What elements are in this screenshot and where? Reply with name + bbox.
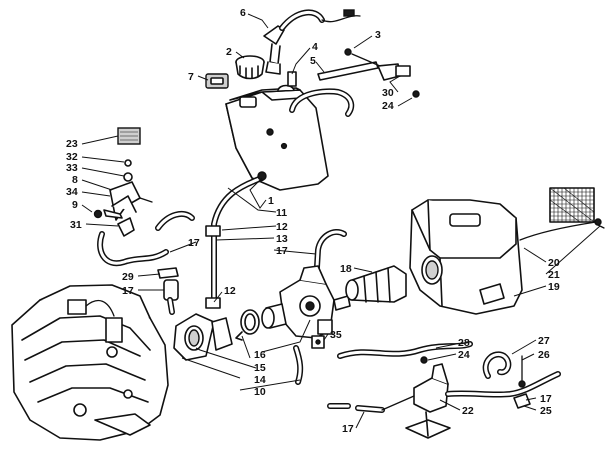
callout-12b: 12 [224, 285, 236, 297]
callout-13: 13 [276, 233, 288, 245]
callout-2: 2 [226, 46, 232, 58]
intake-screen [549, 187, 595, 223]
engine [11, 284, 169, 441]
callout-17d: 17 [540, 393, 552, 405]
callout-33: 33 [66, 162, 78, 174]
callout-24a: 24 [382, 100, 394, 112]
carb-adapter [173, 313, 233, 361]
fuel-line [205, 171, 267, 309]
throttle-stop [311, 335, 325, 349]
callout-15: 15 [254, 362, 266, 374]
callout-12a: 12 [276, 221, 288, 233]
pulse-hose-left [97, 210, 195, 267]
callout-23: 23 [66, 138, 78, 150]
callout-32: 32 [66, 151, 78, 163]
choke-bracket-assembly [93, 127, 153, 237]
callout-3: 3 [375, 29, 381, 41]
carburetor [261, 265, 351, 339]
callout-29: 29 [122, 271, 134, 283]
fuel-pump [405, 356, 451, 439]
pulse-loop [482, 351, 531, 409]
callout-10: 10 [254, 386, 266, 398]
callout-20: 20 [548, 257, 560, 269]
callout-6: 6 [240, 7, 246, 19]
callout-18: 18 [340, 263, 352, 275]
callout-4: 4 [312, 41, 318, 53]
callout-24b: 24 [458, 349, 470, 361]
callout-19: 19 [548, 281, 560, 293]
callout-5: 5 [310, 55, 316, 67]
callout-27: 27 [538, 335, 550, 347]
fuel-tank [225, 84, 329, 191]
vent-valve [263, 9, 361, 75]
clamps [235, 309, 260, 341]
callout-17e: 17 [342, 423, 354, 435]
callout-8: 8 [72, 174, 78, 186]
fuel-filter [157, 267, 179, 315]
callout-31: 31 [70, 219, 82, 231]
callout-35: 35 [330, 329, 342, 341]
callout-30: 30 [382, 87, 394, 99]
callout-14: 14 [254, 374, 266, 386]
callout-16: 16 [254, 349, 266, 361]
intake-silencer [409, 199, 523, 315]
callout-34: 34 [66, 186, 78, 198]
callout-26: 26 [538, 349, 550, 361]
callout-28: 28 [458, 337, 470, 349]
callout-17c: 17 [122, 285, 134, 297]
impulse-hose [293, 345, 304, 385]
callout-22: 22 [462, 405, 474, 417]
vent-hose-assembly [287, 48, 420, 117]
callout-9: 9 [72, 199, 78, 211]
carb-vent-hose [313, 229, 347, 287]
grommet [205, 73, 229, 89]
callout-1: 1 [268, 195, 274, 207]
callout-7: 7 [188, 71, 194, 83]
callout-11: 11 [276, 207, 287, 219]
callout-17a: 17 [276, 245, 288, 257]
fuel-pump-hoses [327, 341, 561, 413]
intake-boot [345, 265, 407, 303]
callout-17b: 17 [188, 237, 200, 249]
callout-25: 25 [540, 405, 552, 417]
fuel-cap [235, 55, 265, 80]
callout-labels: 6 2 4 3 5 7 30 24 23 32 33 8 34 9 31 1 1… [66, 7, 560, 435]
leader-lines [81, 13, 601, 429]
callout-21: 21 [548, 269, 560, 281]
